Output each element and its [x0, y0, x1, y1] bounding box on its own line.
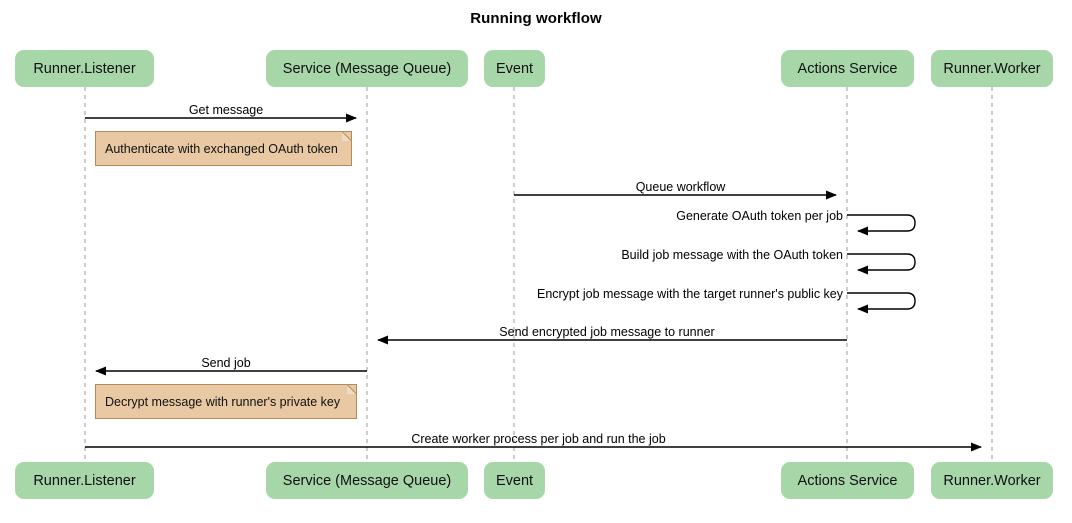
lifelines-group: [84, 87, 993, 462]
message-label-send-job: Send job: [201, 356, 251, 370]
message-label-generate-oauth-token: Generate OAuth token per job: [676, 209, 843, 223]
note-label: Decrypt message with runner's private ke…: [105, 394, 341, 409]
participant-label: Event: [495, 472, 534, 489]
page-title: Running workflow: [470, 10, 602, 27]
participant-label: Event: [495, 60, 534, 77]
participant-label: Runner.Worker: [943, 60, 1041, 77]
note-label: Authenticate with exchanged OAuth token: [105, 141, 338, 156]
participant-service-message-queue-top[interactable]: Service (Message Queue): [266, 50, 468, 87]
participant-label: Service (Message Queue): [282, 60, 452, 77]
participant-runner-worker-top[interactable]: Runner.Worker: [931, 50, 1053, 87]
participant-runner-listener-top[interactable]: Runner.Listener: [15, 50, 154, 87]
participant-label: Runner.Listener: [33, 472, 136, 489]
message-label-send-encrypted-job-message: Send encrypted job message to runner: [499, 325, 715, 339]
message-build-job-message: [847, 253, 916, 275]
message-arrows-group: [85, 113, 982, 452]
message-label-build-job-message: Build job message with the OAuth token: [621, 248, 843, 262]
participant-label: Runner.Worker: [943, 472, 1041, 489]
participant-label: Actions Service: [797, 60, 898, 77]
message-label-get-message: Get message: [188, 103, 264, 117]
participant-runner-listener-bottom[interactable]: Runner.Listener: [15, 462, 154, 499]
message-generate-oauth-token: [847, 214, 916, 236]
message-encrypt-job-message: [847, 292, 916, 314]
note-decrypt-note: Decrypt message with runner's private ke…: [95, 384, 357, 419]
participant-label: Runner.Listener: [33, 60, 136, 77]
participant-label: Actions Service: [797, 472, 898, 489]
participant-service-message-queue-bottom[interactable]: Service (Message Queue): [266, 462, 468, 499]
participant-label: Service (Message Queue): [282, 472, 452, 489]
participant-runner-worker-bottom[interactable]: Runner.Worker: [931, 462, 1053, 499]
note-authenticate-note: Authenticate with exchanged OAuth token: [95, 131, 352, 166]
participant-actions-service-top[interactable]: Actions Service: [781, 50, 914, 87]
participant-event-top[interactable]: Event: [484, 50, 545, 87]
participant-actions-service-bottom[interactable]: Actions Service: [781, 462, 914, 499]
message-label-encrypt-job-message: Encrypt job message with the target runn…: [536, 287, 843, 301]
message-label-create-worker-process: Create worker process per job and run th…: [411, 432, 666, 446]
message-label-queue-workflow: Queue workflow: [635, 180, 726, 194]
participant-event-bottom[interactable]: Event: [484, 462, 545, 499]
